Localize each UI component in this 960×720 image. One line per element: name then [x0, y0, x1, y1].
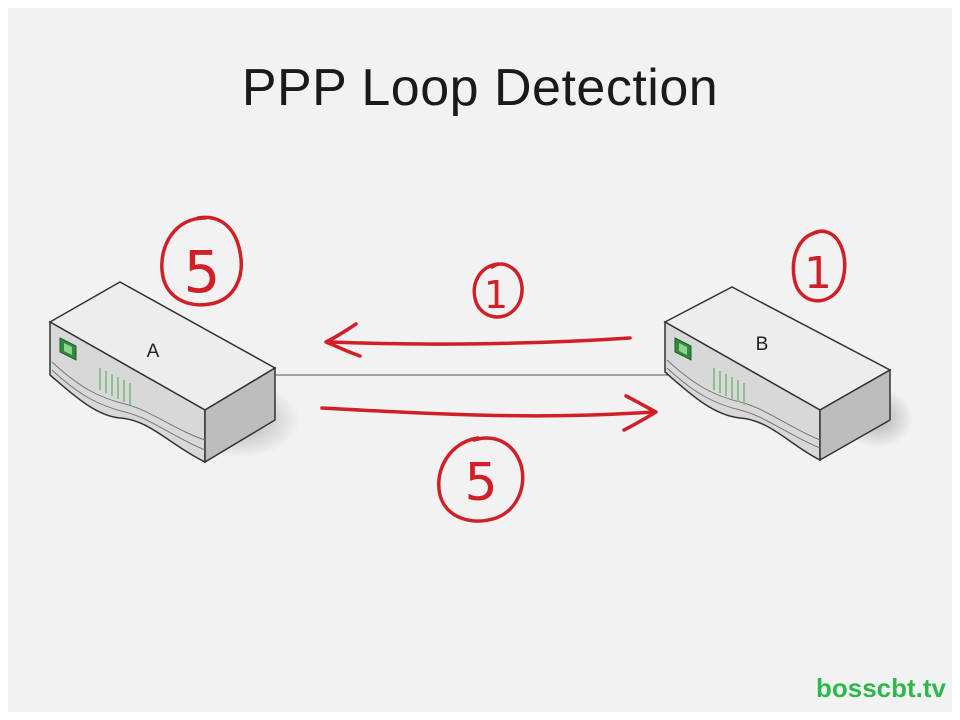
device-b-annotation-circle: [791, 229, 847, 303]
device-b-label: B: [756, 334, 769, 355]
watermark-logo: bosscbt.tv: [815, 673, 946, 703]
slide-title: PPP Loop Detection: [241, 59, 719, 117]
device-a: [48, 281, 300, 464]
device-b-annotation: 1: [804, 248, 832, 299]
message-a-to-b-label: 5: [464, 453, 497, 513]
message-b-to-a-label: 1: [484, 273, 508, 317]
device-a-annotation-circle: [160, 215, 243, 307]
device-a-annotation: 5: [184, 238, 221, 306]
arrow-a-to-b-head: [622, 394, 658, 432]
arrow-b-to-a: [328, 336, 632, 346]
arrow-a-to-b: [320, 406, 654, 418]
device-b: [663, 286, 913, 462]
device-a-label: A: [147, 341, 160, 362]
message-1-circle: [472, 262, 524, 319]
arrow-b-to-a-head: [324, 322, 362, 358]
message-5-circle: [437, 436, 525, 523]
